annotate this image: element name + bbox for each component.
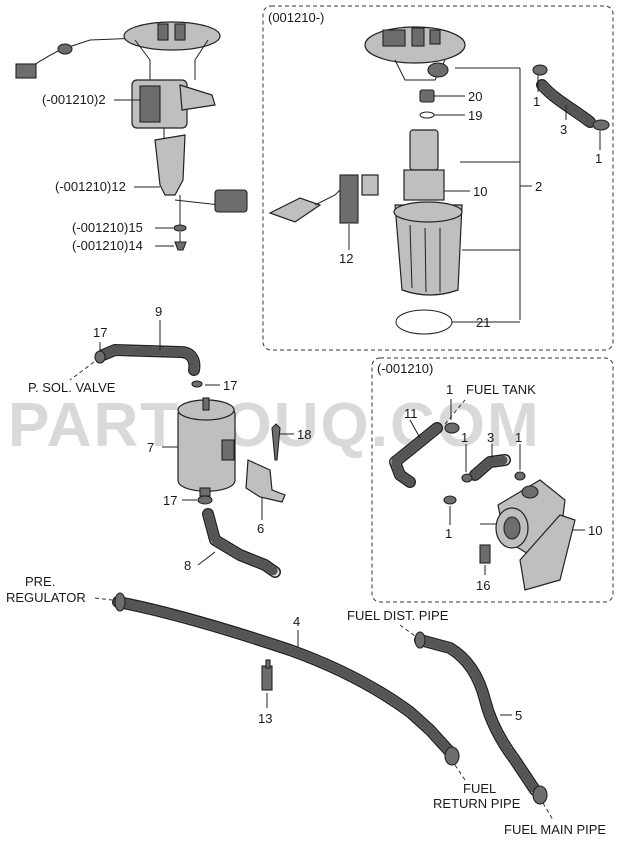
- dest-fuel-dist-pipe: FUEL DIST. PIPE: [347, 608, 449, 623]
- callout-tr-1a: 1: [533, 94, 540, 109]
- callout-tr-3: 3: [560, 122, 567, 137]
- callout-mr-16: 16: [476, 578, 490, 593]
- dest-p-sol-valve: P. SOL. VALVE: [28, 380, 116, 395]
- callout-tl-2: (-001210)2: [42, 92, 106, 107]
- box-top-right: [262, 5, 614, 351]
- callout-tr-12: 12: [339, 251, 353, 266]
- fuel-return-pipe: [112, 592, 460, 766]
- callout-ml-6: 6: [257, 521, 264, 536]
- pump-assembly-mid: [389, 422, 576, 591]
- callout-b-13: 13: [258, 711, 272, 726]
- callout-ml-18: 18: [297, 427, 311, 442]
- callout-mr-1c: 1: [515, 430, 522, 445]
- callout-tr-19: 19: [468, 108, 482, 123]
- callout-tr-2: 2: [535, 179, 542, 194]
- dest-fuel-main-pipe: FUEL MAIN PIPE: [504, 822, 606, 837]
- box-top-right-label: (001210-): [268, 10, 324, 25]
- fuel-main-pipe: [414, 631, 548, 805]
- canister-group: [94, 344, 286, 578]
- pump-assembly-new: [268, 26, 610, 335]
- callout-ml-17b: 17: [223, 378, 237, 393]
- callout-ml-17c: 17: [163, 493, 177, 508]
- callout-tr-21: 21: [476, 315, 490, 330]
- callout-mr-1b: 1: [461, 430, 468, 445]
- callout-ml-8: 8: [184, 558, 191, 573]
- callout-tl-12: (-001210)12: [55, 179, 126, 194]
- dest-fuel-tank: FUEL TANK: [466, 382, 536, 397]
- callout-mr-10: 10: [588, 523, 602, 538]
- callout-b-4: 4: [293, 614, 300, 629]
- callout-mr-1d: 1: [445, 526, 452, 541]
- box-mid-right: [371, 357, 614, 603]
- pipe-clip: [261, 659, 273, 691]
- pump-assembly-old: [15, 21, 248, 251]
- callout-mr-1a: 1: [446, 382, 453, 397]
- callout-tr-10: 10: [473, 184, 487, 199]
- box-mid-right-label: (-001210): [377, 361, 433, 376]
- callout-tl-14: (-001210)14: [72, 238, 143, 253]
- callout-ml-7: 7: [147, 440, 154, 455]
- callout-mr-11: 11: [404, 406, 418, 421]
- callout-b-5: 5: [515, 708, 522, 723]
- callout-mr-3: 3: [487, 430, 494, 445]
- dest-return-pipe: RETURN PIPE: [433, 796, 521, 811]
- callout-tr-1b: 1: [595, 151, 602, 166]
- callout-ml-17a: 17: [93, 325, 107, 340]
- dest-pre: PRE.: [25, 574, 55, 589]
- callout-ml-9: 9: [155, 304, 162, 319]
- callout-tr-20: 20: [468, 89, 482, 104]
- callout-tl-15: (-001210)15: [72, 220, 143, 235]
- dest-regulator: REGULATOR: [6, 590, 86, 605]
- dest-fuel: FUEL: [463, 781, 496, 796]
